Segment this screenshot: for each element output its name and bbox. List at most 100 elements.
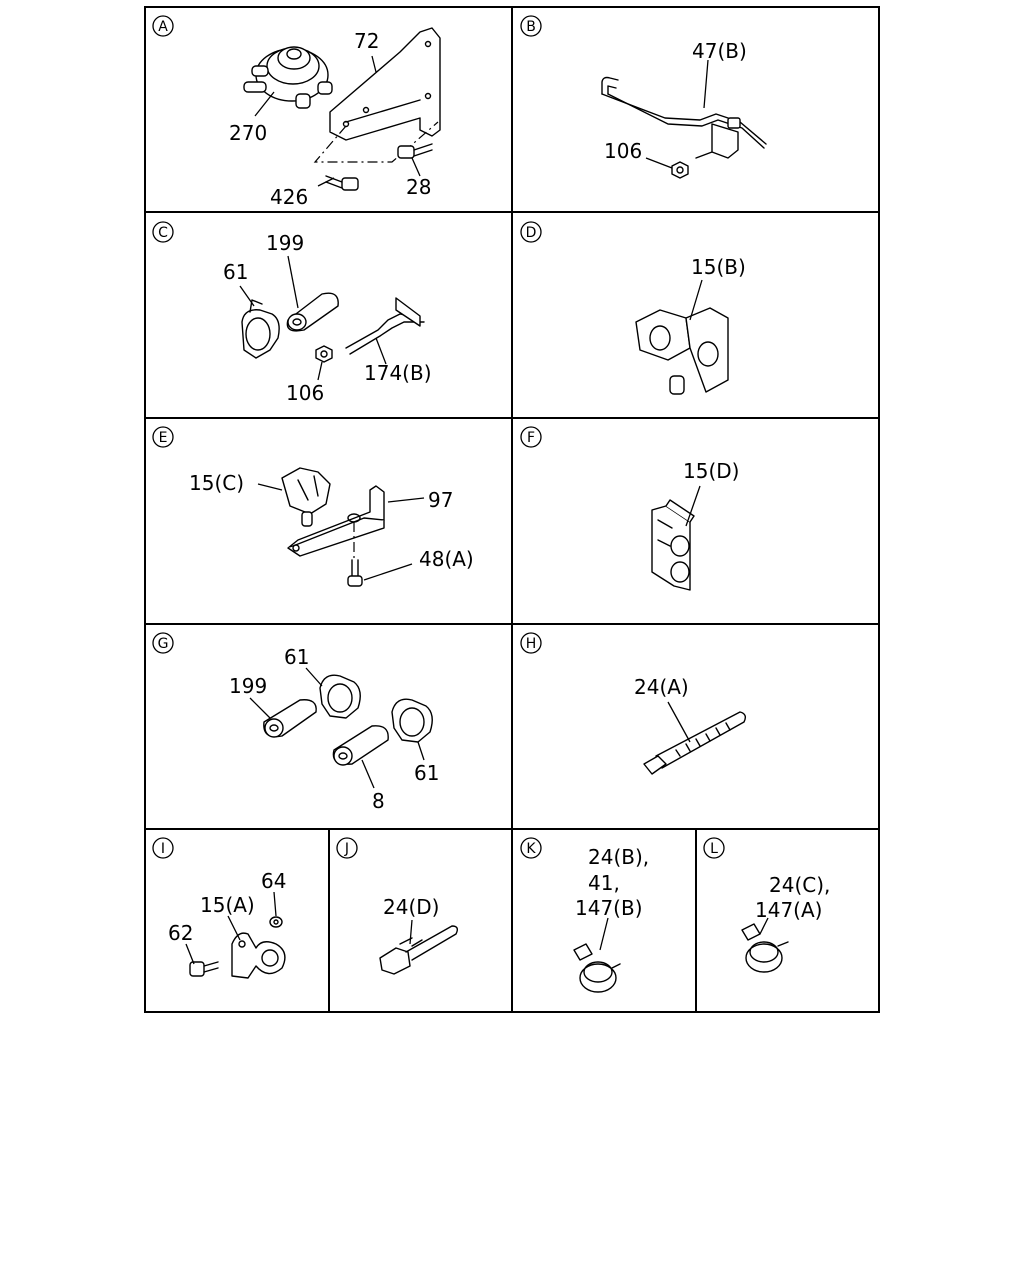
washer-64-illustration	[269, 916, 283, 928]
clip-61-lower-illustration	[391, 698, 433, 743]
mounting-centerline	[313, 121, 439, 163]
leader-97	[387, 497, 425, 503]
leader-106	[645, 157, 673, 169]
clip-15b-illustration	[635, 307, 729, 395]
leader-28	[411, 157, 421, 177]
callout-48a: 48(A)	[419, 547, 474, 571]
leader-174b	[375, 337, 387, 365]
panel-letter-k: K	[526, 841, 536, 857]
panel-letter-circle	[152, 632, 174, 654]
callout-15c: 15(C)	[189, 471, 244, 495]
callout-106: 106	[286, 381, 324, 405]
panel-c: C 199 61 106 174(B)	[152, 221, 432, 405]
leader-61-upper	[305, 667, 323, 687]
callout-64: 64	[261, 869, 286, 893]
panel-f: F 15(D)	[520, 426, 739, 591]
leader-61-lower	[417, 741, 425, 761]
panel-letter-g: G	[158, 636, 169, 652]
panel-letter-circle	[520, 221, 542, 243]
callout-24c: 24(C),	[769, 873, 830, 897]
panel-letter-circle	[152, 221, 174, 243]
callout-24b: 24(B),	[588, 845, 649, 869]
panel-i: I 64 15(A) 62	[152, 837, 286, 979]
leader-270	[254, 91, 275, 117]
panel-l: L 24(C), 147(A)	[703, 837, 830, 973]
panel-h: H 24(A)	[520, 632, 747, 775]
panel-e: E 15(C) 97 48(A)	[152, 426, 474, 587]
leader-147b	[599, 917, 609, 951]
panel-b: B 47(B) 106	[520, 15, 767, 179]
callout-15b: 15(B)	[691, 255, 746, 279]
panel-letter-circle	[152, 426, 174, 448]
bolt-62-illustration	[189, 961, 219, 977]
callout-15a: 15(A)	[200, 893, 255, 917]
bolt-174b-illustration	[345, 297, 425, 355]
callout-41: 41,	[588, 871, 620, 895]
clip-61-upper-illustration	[319, 674, 361, 719]
panel-letter-circle	[703, 837, 725, 859]
callout-270: 270	[229, 121, 267, 145]
callout-199: 199	[229, 674, 267, 698]
leader-24d	[409, 919, 413, 945]
panel-k: K 24(B), 41, 147(B)	[520, 837, 649, 993]
panel-letter-l: L	[710, 841, 718, 857]
tube-8-illustration	[332, 725, 389, 766]
panel-a: A 72	[152, 15, 441, 209]
bolt-28-illustration	[397, 143, 433, 159]
leader-61	[239, 285, 255, 307]
clip-15d-illustration	[651, 499, 695, 591]
nut-106-illustration	[315, 345, 333, 363]
panel-letter-circle	[152, 837, 174, 859]
callout-61: 61	[223, 260, 248, 284]
leader-426	[317, 177, 335, 187]
leader-15d	[685, 485, 701, 527]
bracket-illustration	[329, 27, 441, 141]
leader-8	[361, 759, 375, 789]
leader-15c	[257, 483, 283, 491]
panel-d: D 15(B)	[520, 221, 746, 395]
callout-147b: 147(B)	[575, 896, 643, 920]
panel-letter-f: F	[527, 430, 535, 446]
clip-24d-illustration	[379, 925, 459, 975]
callout-62: 62	[168, 921, 193, 945]
vacuum-regulator-illustration	[243, 46, 333, 109]
leader-147a	[759, 917, 769, 935]
leader-199	[249, 697, 271, 719]
callout-24a: 24(A)	[634, 675, 689, 699]
callout-24d: 24(D)	[383, 895, 439, 919]
panel-grid	[144, 6, 880, 1013]
bracket-97-illustration	[287, 485, 385, 557]
panel-letter-d: D	[526, 225, 537, 241]
bolt-48a-illustration	[347, 559, 363, 587]
panel-letter-c: C	[158, 225, 168, 241]
panel-g: G 61 199 8 61	[152, 632, 439, 813]
callout-106: 106	[604, 139, 642, 163]
clamp-15a-illustration	[231, 932, 286, 979]
cable-tie-24a-illustration	[643, 711, 747, 775]
hose-clamp-147a-illustration	[741, 923, 789, 973]
callout-28: 28	[406, 175, 431, 199]
tube-199-illustration	[263, 699, 317, 738]
callout-147a: 147(A)	[755, 898, 822, 922]
callout-8: 8	[372, 789, 385, 813]
pipe-47b-illustration	[601, 76, 767, 159]
nut-106-illustration	[671, 151, 713, 179]
leader-15b	[689, 279, 703, 321]
leader-47b	[703, 59, 709, 109]
callout-174b: 174(B)	[364, 361, 432, 385]
leader-72	[371, 55, 377, 73]
callout-199: 199	[266, 231, 304, 255]
callout-15d: 15(D)	[683, 459, 739, 483]
tube-199-illustration	[286, 292, 339, 332]
panel-letter-a: A	[158, 19, 168, 35]
panel-j: J 24(D)	[336, 837, 459, 975]
panel-letter-circle	[520, 632, 542, 654]
panel-letter-circle	[152, 15, 174, 37]
panel-letter-i: I	[161, 841, 165, 857]
callout-61-upper: 61	[284, 645, 309, 669]
hose-clamp-147b-illustration	[573, 943, 621, 993]
callout-61-lower: 61	[414, 761, 439, 785]
panel-letter-j: J	[344, 841, 349, 857]
clip-15c-illustration	[281, 467, 331, 527]
